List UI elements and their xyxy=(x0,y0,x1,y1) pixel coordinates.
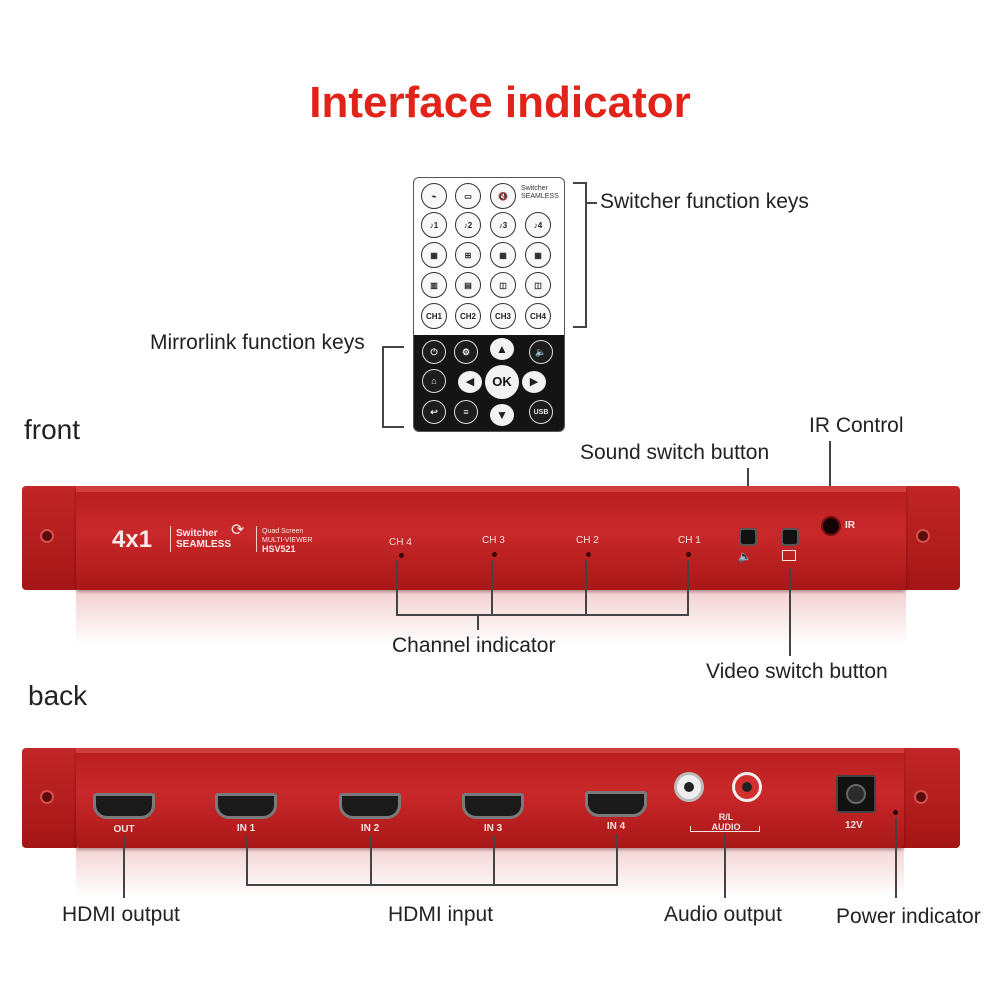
video-switch-icon xyxy=(782,550,796,561)
hdmi-in3-port xyxy=(462,793,524,819)
remote-key-audio-1: ♪1 xyxy=(421,212,447,238)
front-screw-right xyxy=(916,529,930,543)
power-led xyxy=(893,810,898,815)
hdmi-in3-label: IN 3 xyxy=(483,823,503,834)
front-right-ear xyxy=(900,486,960,590)
label-hdmi-output: HDMI output xyxy=(62,903,180,926)
ir-receiver xyxy=(821,516,841,536)
front-subtitle: Quad Screen MULTI-VIEWER HSV521 xyxy=(262,528,313,554)
remote-key-ch4: CH4 xyxy=(525,303,551,329)
audio-label: R/L AUDIO xyxy=(711,812,741,832)
ch2-label: CH 2 xyxy=(576,535,599,546)
front-panel-highlight xyxy=(76,486,906,492)
label-hdmi-input: HDMI input xyxy=(388,903,494,926)
hdmi-out-port xyxy=(93,793,155,819)
remote-key-ch1: CH1 xyxy=(421,303,447,329)
back-screw-left xyxy=(40,790,54,804)
gear-icon: ⚙ xyxy=(454,340,478,364)
remote-key-layout-3: ▦ xyxy=(490,242,516,268)
label-power-indicator: Power indicator xyxy=(836,905,981,928)
remote-key-layout-2: ⊞ xyxy=(455,242,481,268)
back-reflection xyxy=(76,848,904,896)
ch1-led xyxy=(686,552,691,557)
ch1-label: CH 1 xyxy=(678,535,701,546)
remote-key-ch3: CH3 xyxy=(490,303,516,329)
refresh-icon: ⟳ xyxy=(231,522,245,539)
label-sound-switch: Sound switch button xyxy=(580,441,770,464)
hdmi-in2-port xyxy=(339,793,401,819)
sound-switch-icon: 🔈 xyxy=(738,551,752,563)
remote-key-layout-7: ◫ xyxy=(490,272,516,298)
bracket-mirrorlink xyxy=(382,346,384,428)
chevron-down-icon: ▼ xyxy=(490,404,514,426)
power-jack xyxy=(836,775,876,813)
remote-key-resolution: ▭ xyxy=(455,183,481,209)
hdmi-out-label: OUT xyxy=(113,824,135,835)
remote-key-layout-4: ▦ xyxy=(525,242,551,268)
front-model-big: 4x1 xyxy=(112,526,153,553)
front-section-label: front xyxy=(24,414,81,445)
remote-key-layout-6: ▤ xyxy=(455,272,481,298)
label-channel-indicator: Channel indicator xyxy=(392,634,556,657)
ch3-led xyxy=(492,552,497,557)
home-icon: ⌂ xyxy=(422,369,446,393)
remote-control: ⌁ ▭ 🔇 Switcher SEAMLESS ♪1 ♪2 ♪3 ♪4 ▦ ⊞ … xyxy=(413,177,565,432)
ch4-led xyxy=(399,553,404,558)
ir-label: IR xyxy=(845,520,855,531)
remote-key-ch2: CH2 xyxy=(455,303,481,329)
menu-icon: ≡ xyxy=(454,400,478,424)
dpad: ▲ ▼ ◀ ▶ OK xyxy=(458,338,546,426)
hdmi-in2-label: IN 2 xyxy=(360,823,380,834)
back-screw-right xyxy=(914,790,928,804)
remote-key-layout-1: ▦ xyxy=(421,242,447,268)
hdmi-in4-label: IN 4 xyxy=(606,821,626,832)
back-panel-highlight xyxy=(76,748,904,753)
audio-left-jack xyxy=(732,772,762,802)
chevron-right-icon: ▶ xyxy=(522,371,546,393)
hdmi-in1-port xyxy=(215,793,277,819)
chevron-left-icon: ◀ xyxy=(458,371,482,393)
hdmi-in1-label: IN 1 xyxy=(236,823,256,834)
label-mirrorlink-keys: Mirrorlink function keys xyxy=(150,331,365,354)
front-brand: Switcher SEAMLESS xyxy=(176,528,232,550)
remote-key-layout-5: ▥ xyxy=(421,272,447,298)
ch4-label: CH 4 xyxy=(389,537,412,548)
video-switch-button[interactable] xyxy=(781,528,799,546)
remote-brand: Switcher SEAMLESS xyxy=(521,185,559,200)
sound-switch-button[interactable] xyxy=(739,528,757,546)
audio-right-jack xyxy=(674,772,704,802)
label-ir-control: IR Control xyxy=(809,414,904,437)
power-icon: ⏻ xyxy=(422,340,446,364)
remote-key-audio-3: ♪3 xyxy=(490,212,516,238)
back-section-label: back xyxy=(28,680,88,711)
label-video-switch: Video switch button xyxy=(706,660,888,683)
remote-key-audio-2: ♪2 xyxy=(455,212,481,238)
back-right-ear xyxy=(898,748,960,848)
ch3-label: CH 3 xyxy=(482,535,505,546)
hdmi-in4-port xyxy=(585,791,647,817)
label-switcher-keys: Switcher function keys xyxy=(600,190,809,213)
remote-key-mute-switcher: 🔇 xyxy=(490,183,516,209)
power-label: 12V xyxy=(845,820,863,831)
label-audio-output: Audio output xyxy=(664,903,782,926)
back-icon: ↩ xyxy=(422,400,446,424)
remote-key-audio-4: ♪4 xyxy=(525,212,551,238)
mute-icon: 🔈 xyxy=(529,340,553,364)
page-title: Interface indicator xyxy=(309,78,691,127)
remote-key-usb: USB xyxy=(529,400,553,424)
chevron-up-icon: ▲ xyxy=(490,338,514,360)
front-screw-left xyxy=(40,529,54,543)
bracket-switcher xyxy=(585,182,587,328)
remote-key-ok: OK xyxy=(485,365,519,399)
remote-key-layout-8: ◫ xyxy=(525,272,551,298)
ch2-led xyxy=(586,552,591,557)
remote-key-select: ⌁ xyxy=(421,183,447,209)
